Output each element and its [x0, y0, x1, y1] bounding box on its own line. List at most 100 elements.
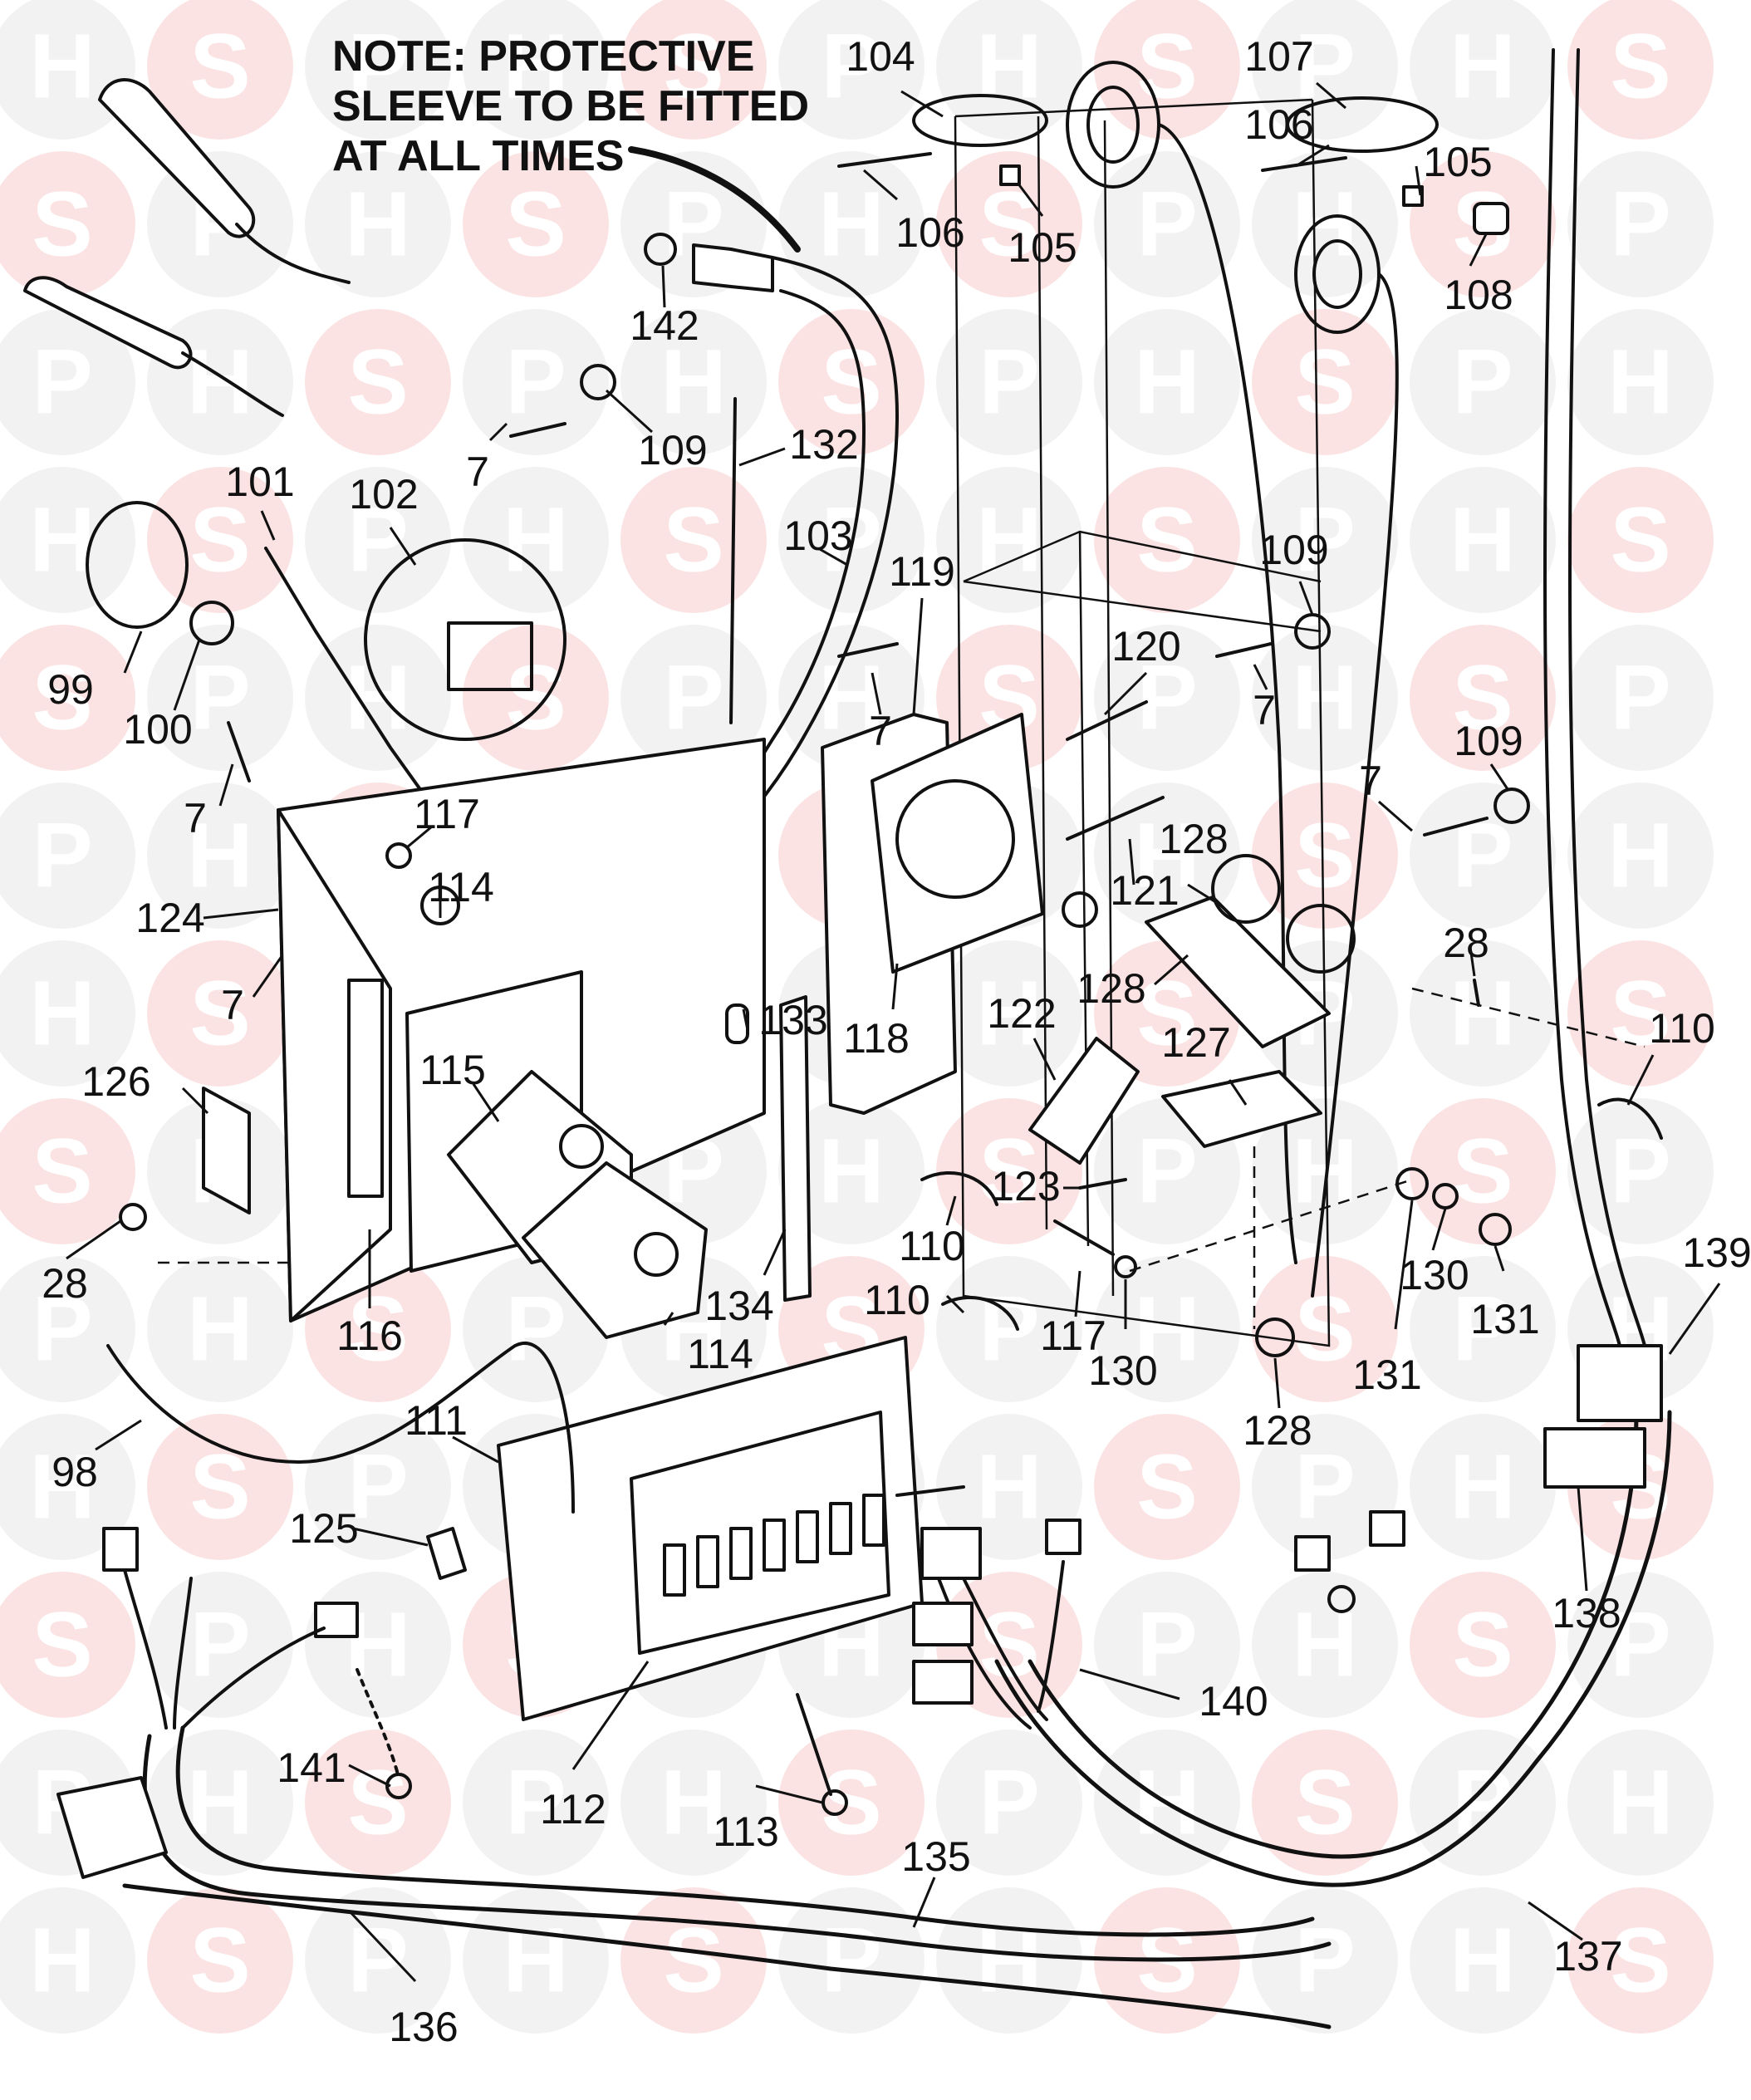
screw-117b — [1053, 1219, 1115, 1256]
probe-wire-1 — [235, 223, 351, 284]
part-label: 7 — [221, 982, 244, 1028]
watermark-circle — [1567, 940, 1714, 1087]
part-label: 131 — [1352, 1352, 1421, 1398]
part-label: 121 — [1110, 867, 1179, 914]
part-number-labels: 104 107 106 105 106 105 108 142 109 7 13… — [42, 33, 1751, 2050]
screw-7a — [509, 422, 566, 438]
watermark-letter: S — [663, 489, 723, 591]
harness-137b — [1028, 1410, 1639, 1859]
part-label: 106 — [1244, 101, 1313, 148]
watermark-circle — [305, 1887, 451, 2034]
thermostat-knob-99 — [86, 501, 189, 629]
sensor-probe-2 — [23, 276, 193, 370]
bracket-126 — [202, 1087, 251, 1214]
pipe-clip-107 — [1286, 96, 1439, 153]
pressure-switch-118-dial — [895, 779, 1015, 899]
part-label: 112 — [540, 1786, 606, 1833]
watermark-letter: P — [32, 331, 92, 434]
part-label: 124 — [135, 895, 204, 941]
watermark-circle — [1094, 467, 1240, 613]
watermark-letter: H — [29, 16, 95, 118]
harness-135-outer — [175, 1725, 1315, 1937]
watermark-letter: S — [32, 174, 92, 276]
watermark-letter: S — [978, 174, 1039, 276]
part-label: 105 — [1008, 224, 1077, 271]
part-label: 138 — [1552, 1590, 1621, 1636]
watermark-circle — [1252, 467, 1398, 613]
watermark-letter: H — [187, 1278, 253, 1381]
watermark-letter: S — [189, 963, 250, 1065]
watermark-letter: P — [32, 1278, 92, 1381]
watermark-letter: H — [29, 1910, 95, 2012]
watermark-circle — [1252, 1256, 1398, 1402]
watermark-letter: H — [187, 1752, 253, 1854]
plug-136 — [56, 1776, 168, 1879]
watermark-letter: S — [347, 331, 408, 434]
watermark-letter: H — [976, 16, 1042, 118]
watermark-letter: H — [1292, 174, 1357, 276]
part-label: 122 — [987, 990, 1056, 1037]
part-label: 104 — [846, 33, 915, 80]
part-label: 126 — [81, 1058, 150, 1105]
clip-109a — [580, 364, 616, 400]
tube-120 — [1066, 700, 1148, 741]
watermark-circle — [936, 309, 1082, 455]
watermark-letter: H — [1607, 805, 1673, 907]
watermark-circle — [1567, 0, 1714, 140]
terminal-block-112 — [630, 1411, 890, 1655]
watermark-letter: S — [32, 1594, 92, 1696]
watermark-letter: S — [1610, 16, 1670, 118]
part-label: 137 — [1553, 1933, 1622, 1980]
watermark-circle — [936, 0, 1082, 140]
watermark-letter: P — [1294, 489, 1355, 591]
watermark-circle — [778, 1887, 925, 2034]
screw-117 — [385, 842, 412, 869]
part-label: 135 — [901, 1833, 970, 1880]
watermark-circle — [0, 0, 135, 140]
connector-140a — [920, 1527, 982, 1580]
watermark-letter: H — [976, 489, 1042, 591]
washer-142 — [644, 233, 677, 266]
watermark-letter: S — [1136, 489, 1197, 591]
note-pointer — [628, 146, 801, 253]
connector-139 — [1577, 1344, 1663, 1422]
protective-sleeve-note: NOTE: PROTECTIVE SLEEVE TO BE FITTED AT … — [332, 32, 809, 180]
watermark-circle — [1410, 1572, 1556, 1718]
watermark-letter: P — [1136, 647, 1197, 749]
part-label: 127 — [1161, 1019, 1230, 1066]
watermark-circle — [1567, 1887, 1714, 2034]
part-label: 130 — [1400, 1252, 1469, 1298]
harness-137 — [994, 1410, 1672, 1887]
screw-28b — [1473, 979, 1480, 1007]
watermark-circle — [0, 151, 135, 297]
leader-lines — [66, 81, 1721, 1983]
rear-cable-right — [1543, 48, 1621, 1347]
nut-105b — [1402, 185, 1424, 207]
watermark-letter: S — [1610, 1910, 1670, 2012]
part-label: 123 — [991, 1163, 1060, 1209]
switch-block-128 — [1145, 895, 1331, 1048]
watermark-circle — [147, 1256, 293, 1402]
washer-130a — [1114, 1255, 1137, 1278]
watermark-letter: P — [1452, 331, 1513, 434]
watermark-circle — [1094, 1256, 1240, 1402]
watermark-circle — [1252, 783, 1398, 929]
part-label: 99 — [47, 666, 94, 713]
ignition-unit-122 — [1028, 1037, 1140, 1165]
watermark-circle — [147, 1887, 293, 2034]
watermark-letter: S — [1136, 963, 1197, 1065]
watermark-letter: H — [660, 1752, 726, 1854]
watermark-circle — [305, 1414, 451, 1560]
watermark-circle — [1567, 625, 1714, 771]
nut-114 — [420, 886, 460, 925]
watermark-circle — [1410, 1414, 1556, 1560]
watermark-letter: H — [29, 489, 95, 591]
part-label: 117 — [1040, 1312, 1106, 1359]
part-label: 7 — [184, 795, 207, 841]
watermark-circle — [620, 309, 767, 455]
watermark-circle — [1410, 0, 1556, 140]
watermark-circle — [305, 309, 451, 455]
watermark-circle — [147, 0, 293, 140]
part-label: 103 — [783, 513, 852, 559]
watermark-letter: P — [189, 1594, 250, 1696]
